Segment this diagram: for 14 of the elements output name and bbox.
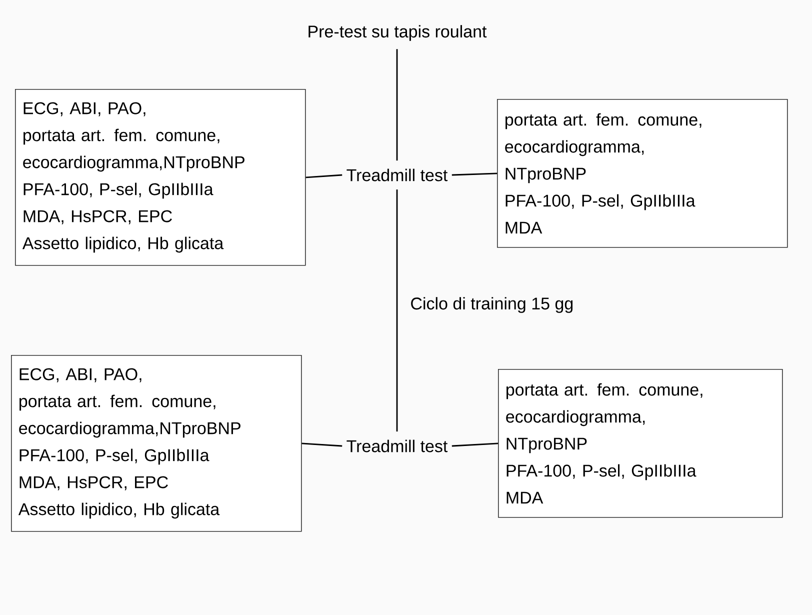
connector-line (396, 189, 398, 432)
connector-line (302, 442, 342, 447)
edge-label: Ciclo di training 15 gg (408, 295, 576, 315)
measurement-box: portata art. fem. comune, ecocardiogramma, NTproBNP PFA-100, P-sel, GpIIbIIIa MDA (498, 369, 783, 518)
step-label: Treadmill test (346, 440, 448, 452)
connector-line (396, 49, 398, 161)
connector-line (452, 172, 498, 176)
step-label: Treadmill test (346, 168, 448, 182)
connector-line (306, 174, 342, 178)
measurement-box: ECG, ABI, PAO, portata art. fem. comune, ecocardiogramma,NTproBNP PFA-100, P-sel, GpIIbIIIa MDA, HsPCR, EPC Assetto lipidico, Hb glicata (15, 89, 306, 266)
measurement-box: portata art. fem. comune, ecocardiogramma, NTproBNP PFA-100, P-sel, GpIIbIIIa MDA (497, 99, 788, 248)
measurement-box: ECG, ABI, PAO, portata art. fem. comune, ecocardiogramma,NTproBNP PFA-100, P-sel, GpIIbIIIa MDA, HsPCR, EPC Assetto lipidico, Hb glicata (11, 355, 302, 532)
connector-line (452, 442, 498, 447)
step-label: Pre-test su tapis roulant (308, 25, 487, 41)
